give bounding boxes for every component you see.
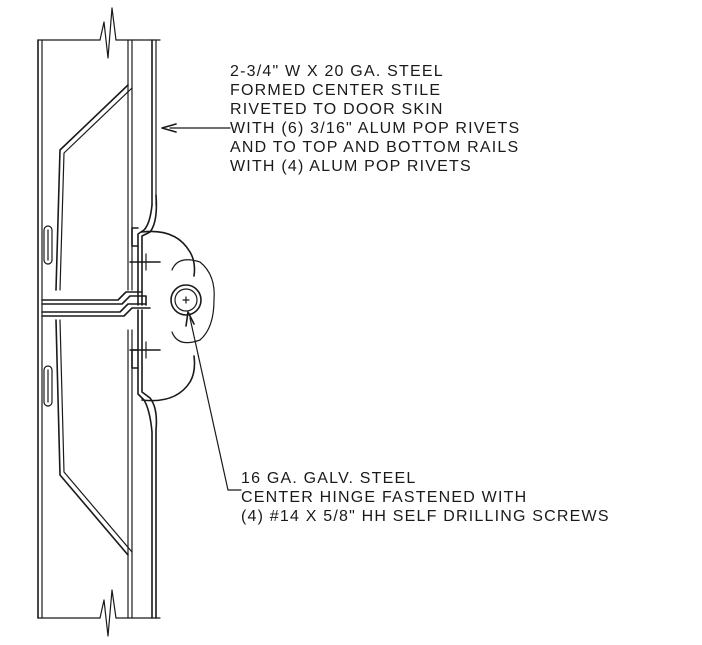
stile-note-line: FORMED CENTER STILE bbox=[230, 82, 442, 99]
stile-note-line: WITH (6) 3/16" ALUM POP RIVETS bbox=[230, 120, 521, 137]
hinge-note-line: CENTER HINGE FASTENED WITH bbox=[241, 489, 528, 506]
bottom-break-line bbox=[37, 589, 161, 637]
leader-lines bbox=[161, 123, 242, 491]
hinge-note-line: (4) #14 X 5/8" HH SELF DRILLING SCREWS bbox=[241, 508, 610, 525]
screw-icon bbox=[131, 227, 139, 247]
stile-note-line: AND TO TOP AND BOTTOM RAILS bbox=[230, 139, 520, 156]
lower-stile bbox=[43, 309, 158, 619]
stile-note-line: WITH (4) ALUM POP RIVETS bbox=[230, 158, 472, 175]
hinge-annotation: 16 GA. GALV. STEEL CENTER HINGE FASTENED… bbox=[241, 469, 610, 526]
stile-note-line: RIVETED TO DOOR SKIN bbox=[230, 101, 444, 118]
stile-annotation: 2-3/4" W X 20 GA. STEEL FORMED CENTER ST… bbox=[230, 62, 520, 176]
middle-rail bbox=[41, 291, 151, 317]
upper-stile bbox=[43, 39, 158, 306]
screw-icon bbox=[131, 349, 139, 369]
left-door-skin bbox=[37, 39, 43, 619]
stile-note-line: 2-3/4" W X 20 GA. STEEL bbox=[230, 63, 444, 80]
top-break-line bbox=[37, 7, 161, 59]
hinge-pin-icon bbox=[170, 284, 202, 316]
hinge-note-line: 16 GA. GALV. STEEL bbox=[241, 470, 417, 487]
center-hinge bbox=[129, 227, 215, 402]
